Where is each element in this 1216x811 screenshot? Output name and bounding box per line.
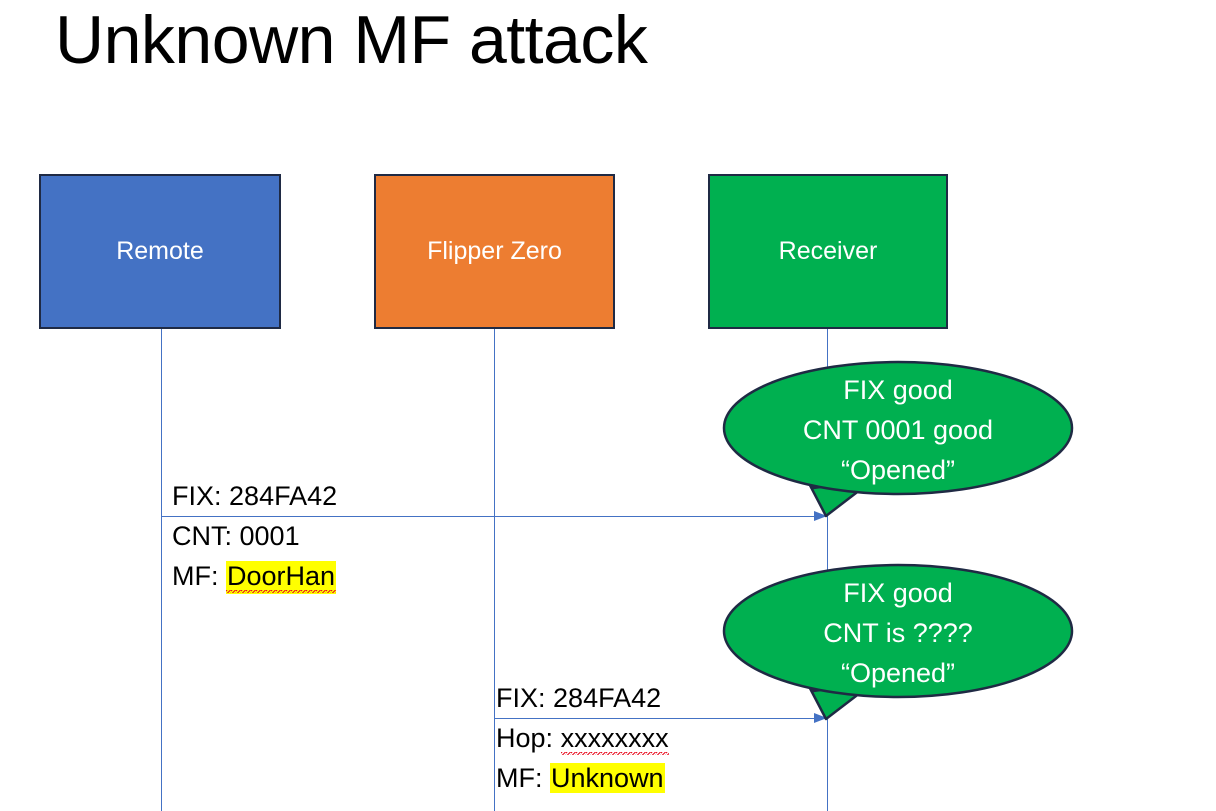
callout-first-shape <box>722 360 1074 518</box>
message-line-mf-label: MF: <box>172 561 219 591</box>
message-arrow-flipper-to-receiver <box>495 713 827 723</box>
message2-line-mf-label: MF: <box>496 763 543 793</box>
message2-line-fix-value: 284FA42 <box>553 683 662 713</box>
callout-second-shape <box>722 563 1074 721</box>
message2-line-fix-label: FIX: <box>496 683 546 713</box>
message-text-remote-to-receiver: FIX: 284FA42 CNT: 0001 MF: DoorHan <box>172 476 337 596</box>
message-line-cnt-value: 0001 <box>239 521 300 551</box>
message-line-fix: FIX: 284FA42 <box>172 476 337 516</box>
actor-label-receiver: Receiver <box>778 236 878 265</box>
message2-line-hop-value: xxxxxxxx <box>560 723 669 756</box>
lifeline-flipper <box>494 328 495 811</box>
page-title: Unknown MF attack <box>55 2 648 78</box>
lifeline-remote <box>161 328 162 811</box>
message-arrow-remote-to-receiver <box>162 511 827 521</box>
message-line-mf: MF: DoorHan <box>172 556 337 596</box>
message2-line-fix: FIX: 284FA42 <box>496 678 669 718</box>
message2-line-mf: MF: Unknown <box>496 758 669 798</box>
message2-line-hop: Hop: xxxxxxxx <box>496 718 669 758</box>
actor-label-flipper: Flipper Zero <box>427 236 562 265</box>
callout-first: FIX good CNT 0001 good “Opened” <box>722 360 1074 518</box>
actor-box-flipper[interactable]: Flipper Zero <box>374 174 615 329</box>
message-line-fix-value: 284FA42 <box>229 481 338 511</box>
message-text-flipper-to-receiver: FIX: 284FA42 Hop: xxxxxxxx MF: Unknown <box>496 678 669 798</box>
message-line-fix-label: FIX: <box>172 481 222 511</box>
message-line-cnt-label: CNT: <box>172 521 232 551</box>
callout-second: FIX good CNT is ???? “Opened” <box>722 563 1074 721</box>
message-line-cnt: CNT: 0001 <box>172 516 337 556</box>
actor-box-remote[interactable]: Remote <box>39 174 281 329</box>
message-line-mf-value: DoorHan <box>226 561 337 594</box>
actor-box-receiver[interactable]: Receiver <box>708 174 948 329</box>
message2-line-hop-label: Hop: <box>496 723 554 753</box>
actor-label-remote: Remote <box>116 236 204 265</box>
message2-line-mf-value: Unknown <box>550 763 665 793</box>
